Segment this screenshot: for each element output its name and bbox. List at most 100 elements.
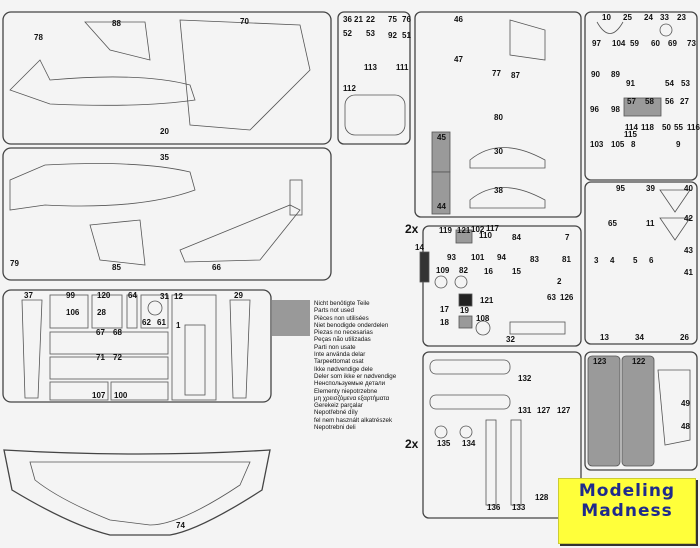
part-number-label: 96 xyxy=(590,105,599,114)
part-number-label: 1 xyxy=(176,321,181,330)
legend-line: fel nem használt alkatrészek xyxy=(314,416,393,424)
part-number-label: 104 xyxy=(612,39,626,48)
unused-part-44 xyxy=(431,171,451,215)
part-131-shape xyxy=(429,394,511,410)
part-number-label: 36 xyxy=(343,15,352,24)
legend-gray-swatch xyxy=(272,300,310,336)
unused-part-121b xyxy=(458,315,473,329)
legend-line: Parti non usate xyxy=(314,343,356,351)
part-number-label: 47 xyxy=(454,55,463,64)
part-number-label: 78 xyxy=(34,33,43,42)
legend-line: μη χρεισζόμενα εξαρτήματα xyxy=(314,394,390,402)
part-number-label: 101 xyxy=(471,253,485,262)
part-number-label: 118 xyxy=(641,123,654,132)
sprue-g-frame xyxy=(584,11,698,181)
multiplier-2x-sprue-f: 2x xyxy=(405,222,419,236)
part-number-label: 38 xyxy=(494,186,503,195)
part-number-label: 61 xyxy=(157,318,166,327)
part-number-label: 127 xyxy=(557,406,571,415)
part-number-label: 135 xyxy=(437,439,451,448)
part-number-label: 20 xyxy=(160,127,169,136)
part-number-label: 110 xyxy=(479,231,492,240)
part-number-label: 18 xyxy=(440,318,449,327)
wing-lower-shape xyxy=(179,204,301,263)
part-number-label: 7 xyxy=(565,233,570,242)
part-number-label: 52 xyxy=(343,29,352,38)
part-number-label: 28 xyxy=(97,308,106,317)
part-number-label: 53 xyxy=(681,79,690,88)
part-82-wheel xyxy=(454,275,468,289)
part-33-wheel xyxy=(659,23,673,37)
part-number-label: 24 xyxy=(644,13,653,22)
part-14-shape xyxy=(419,251,430,283)
part-number-label: 122 xyxy=(632,357,646,366)
part-number-label: 102 xyxy=(471,225,485,234)
part-number-label: 46 xyxy=(454,15,463,24)
part-132-shape xyxy=(429,359,511,375)
part-number-label: 69 xyxy=(668,39,677,48)
part-number-label: 91 xyxy=(626,79,635,88)
legend-line: Piezas no necesarias xyxy=(314,329,373,337)
part-number-label: 77 xyxy=(492,69,501,78)
legend-line: Gerekeiz parçalar xyxy=(314,402,363,410)
part-number-label: 30 xyxy=(494,147,503,156)
part-number-label: 72 xyxy=(113,353,122,362)
part-85-shape xyxy=(89,219,146,266)
unused-part-122 xyxy=(621,355,655,467)
part-number-label: 17 xyxy=(440,305,449,314)
part-number-label: 4 xyxy=(610,256,615,265)
part-number-label: 113 xyxy=(364,63,377,72)
part-74-lower-wing xyxy=(29,461,251,526)
modeling-madness-logo: Modeling Madness xyxy=(558,478,696,544)
part-108-wheel xyxy=(475,320,491,336)
part-number-label: 133 xyxy=(512,503,526,512)
part-number-label: 127 xyxy=(537,406,551,415)
part-number-label: 15 xyxy=(512,267,521,276)
part-number-label: 5 xyxy=(633,256,638,265)
part-134-wheel xyxy=(459,425,473,439)
part-number-label: 82 xyxy=(459,266,468,275)
part-number-label: 99 xyxy=(66,291,75,300)
part-number-label: 123 xyxy=(593,357,607,366)
sprue-c-frame xyxy=(2,289,272,403)
part-10-shape xyxy=(596,21,624,34)
logo-line-1: Modeling xyxy=(578,481,676,501)
part-number-label: 6 xyxy=(649,256,654,265)
part-number-label: 2 xyxy=(557,277,562,286)
part-number-label: 49 xyxy=(681,399,690,408)
logo-line-2: Madness xyxy=(581,501,673,521)
part-133-shape xyxy=(510,419,522,506)
part-135-wheel xyxy=(434,425,448,439)
cell xyxy=(49,381,109,401)
part-number-label: 16 xyxy=(484,267,493,276)
part-number-label: 79 xyxy=(10,259,19,268)
part-number-label: 94 xyxy=(497,253,506,262)
legend-line: Nepotrebni deli xyxy=(314,424,356,432)
part-number-label: 112 xyxy=(343,84,356,93)
part-number-label: 95 xyxy=(616,184,625,193)
part-number-label: 13 xyxy=(600,333,609,342)
part-number-label: 121 xyxy=(457,226,471,235)
sprue-k-wing-frame xyxy=(3,449,271,536)
part-number-label: 111 xyxy=(396,63,409,72)
part-number-label: 40 xyxy=(684,184,693,193)
unused-part-123 xyxy=(587,355,621,467)
part-number-label: 66 xyxy=(212,263,221,272)
part-number-label: 121 xyxy=(480,296,494,305)
cell xyxy=(49,356,169,380)
part-number-label: 51 xyxy=(402,31,411,40)
part-31-wheel xyxy=(147,300,163,316)
part-number-label: 120 xyxy=(97,291,111,300)
part-number-label: 92 xyxy=(388,31,397,40)
sprue-fuselage-b-frame xyxy=(2,147,332,281)
legend-line: Niet benodigde onderdelen xyxy=(314,321,389,329)
part-number-label: 126 xyxy=(560,293,574,302)
part-42-shape xyxy=(659,217,691,241)
part-number-label: 89 xyxy=(611,70,620,79)
sprue-f-frame xyxy=(422,225,582,347)
part-number-label: 12 xyxy=(174,292,183,301)
part-number-label: 45 xyxy=(437,133,446,142)
part-number-label: 116 xyxy=(687,123,700,132)
